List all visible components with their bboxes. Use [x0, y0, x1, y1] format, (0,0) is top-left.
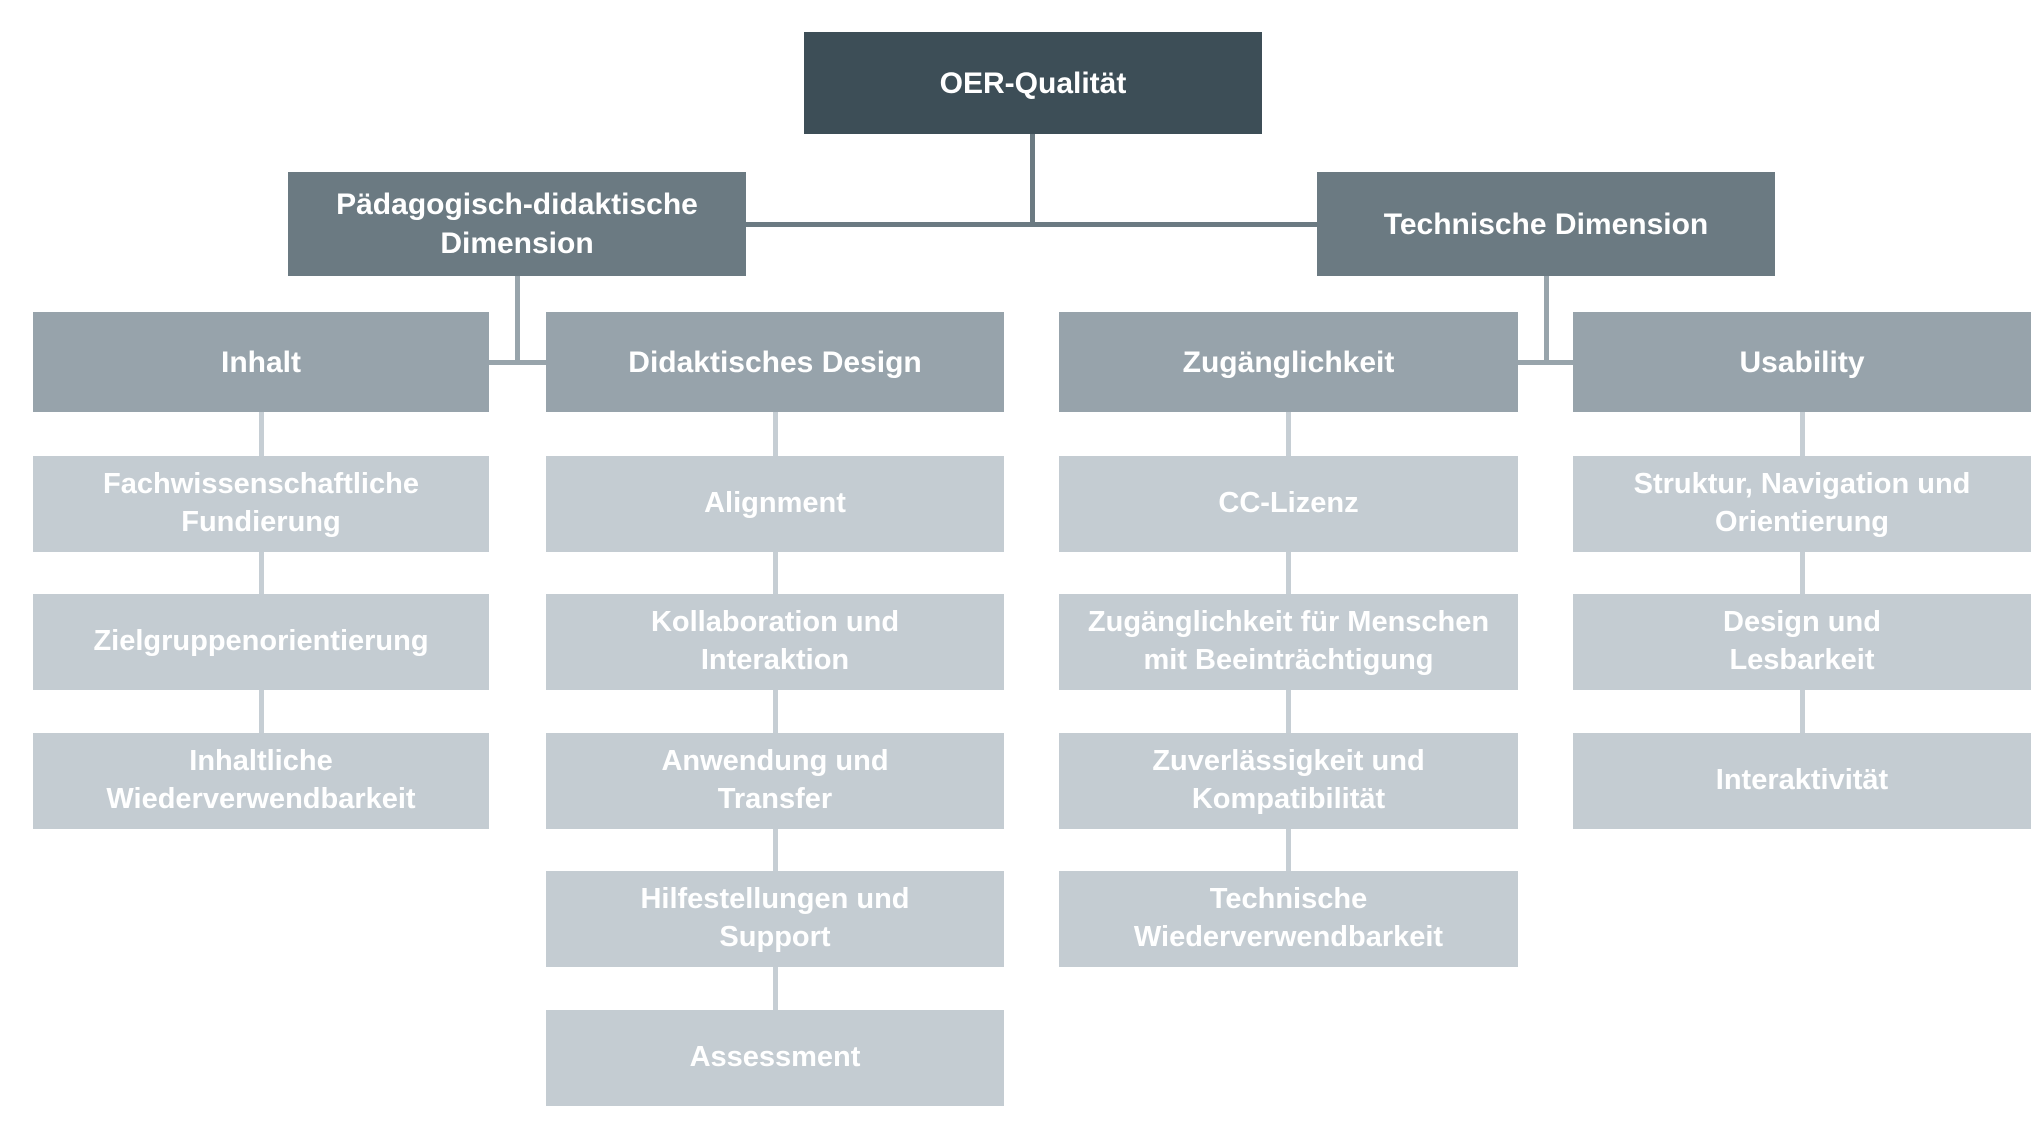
- node-paedagogisch-didaktische-dimension: Pädagogisch-didaktische Dimension: [288, 172, 746, 276]
- connector-technisch-horizontal: [1518, 360, 1573, 365]
- node-alignment: Alignment: [546, 456, 1004, 552]
- node-usability: Usability: [1573, 312, 2031, 412]
- connector-col3-seg2: [1286, 552, 1291, 594]
- node-hilfestellungen-und-support: Hilfestellungen und Support: [546, 871, 1004, 967]
- connector-col2-seg2: [773, 552, 778, 594]
- node-zielgruppenorientierung: Zielgruppenorientierung: [33, 594, 489, 690]
- connector-col4-seg3: [1800, 690, 1805, 733]
- node-inhaltliche-wiederverwendbarkeit: Inhaltliche Wiederverwendbarkeit: [33, 733, 489, 829]
- node-interaktivitaet: Interaktivität: [1573, 733, 2031, 829]
- node-zugaenglichkeit: Zugänglichkeit: [1059, 312, 1518, 412]
- connector-paedagogisch-horizontal: [489, 360, 546, 365]
- node-struktur-navigation-orientierung: Struktur, Navigation und Orientierung: [1573, 456, 2031, 552]
- node-design-und-lesbarkeit: Design und Lesbarkeit: [1573, 594, 2031, 690]
- connector-col3-seg3: [1286, 690, 1291, 733]
- node-technische-dimension: Technische Dimension: [1317, 172, 1775, 276]
- node-assessment: Assessment: [546, 1010, 1004, 1106]
- connector-col3-seg1: [1286, 412, 1291, 456]
- connector-paedagogisch-vertical: [515, 276, 520, 365]
- node-oer-qualitaet: OER-Qualität: [804, 32, 1262, 134]
- node-inhalt: Inhalt: [33, 312, 489, 412]
- connector-technisch-vertical: [1544, 276, 1549, 365]
- node-anwendung-und-transfer: Anwendung und Transfer: [546, 733, 1004, 829]
- connector-col2-seg4: [773, 829, 778, 871]
- connector-col2-seg1: [773, 412, 778, 456]
- connector-col2-seg3: [773, 690, 778, 733]
- connector-col4-seg2: [1800, 552, 1805, 594]
- node-technische-wiederverwendbarkeit: Technische Wiederverwendbarkeit: [1059, 871, 1518, 967]
- node-didaktisches-design: Didaktisches Design: [546, 312, 1004, 412]
- connector-col1-seg3: [259, 690, 264, 733]
- node-zugaenglichkeit-fuer-menschen: Zugänglichkeit für Menschen mit Beeinträ…: [1059, 594, 1518, 690]
- node-zuverlaessigkeit-und-kompatibilitaet: Zuverlässigkeit und Kompatibilität: [1059, 733, 1518, 829]
- node-kollaboration-und-interaktion: Kollaboration und Interaktion: [546, 594, 1004, 690]
- connector-root-vertical: [1030, 134, 1035, 227]
- connector-dimensions-horizontal: [746, 222, 1317, 227]
- node-cc-lizenz: CC-Lizenz: [1059, 456, 1518, 552]
- connector-col1-seg2: [259, 552, 264, 594]
- connector-col3-seg4: [1286, 829, 1291, 871]
- connector-col1-seg1: [259, 412, 264, 456]
- connector-col4-seg1: [1800, 412, 1805, 456]
- node-fachwissenschaftliche-fundierung: Fachwissenschaftliche Fundierung: [33, 456, 489, 552]
- connector-col2-seg5: [773, 967, 778, 1010]
